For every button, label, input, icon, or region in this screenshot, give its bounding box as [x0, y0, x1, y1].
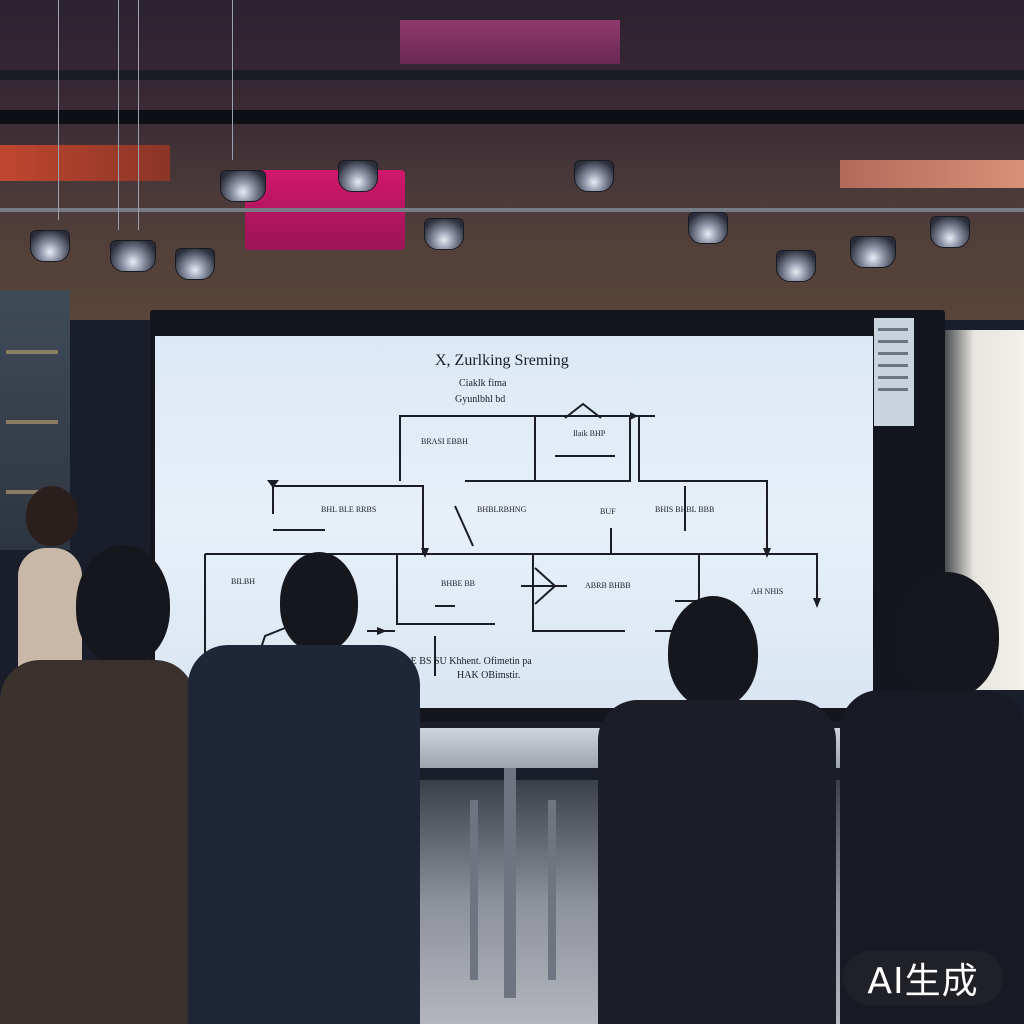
- diagram-footer: HAK OBimstir.: [457, 670, 520, 681]
- spotlight-icon: [175, 248, 215, 280]
- diagram-label: ABRB BHBB: [585, 581, 631, 590]
- diagram-label: AH NHIS: [751, 587, 783, 596]
- spotlight-icon: [338, 160, 378, 192]
- diagram-label: Ilaik BHP: [573, 429, 606, 438]
- upper-duct: [400, 20, 620, 64]
- spotlight-icon: [110, 240, 156, 272]
- ceiling-truss-main: [0, 110, 1024, 124]
- hanging-cable: [138, 0, 139, 230]
- spotlight-icon: [688, 212, 728, 244]
- table-leg: [504, 768, 516, 998]
- right-light-strip: [840, 160, 1024, 188]
- diagram-label: BHIS BHBL BBB: [655, 505, 714, 514]
- diagram-arrows: [267, 412, 821, 635]
- diagram-label: BRASI EBBH: [421, 437, 468, 446]
- spotlight-icon: [30, 230, 70, 262]
- spotlight-icon: [776, 250, 816, 282]
- diagram-footer: HABIA E BS SU Khhent. Ofimetin pa: [377, 656, 532, 667]
- diagram-title: X, Zurlking Sreming: [435, 352, 569, 369]
- hanging-cable: [118, 0, 119, 230]
- spotlight-icon: [850, 236, 896, 268]
- diagram-label: BHBE BB: [441, 579, 475, 588]
- diagram-subtitle: Ciaklk fima: [459, 378, 507, 389]
- spotlight-icon: [424, 218, 464, 250]
- diagram-label: BUF: [600, 507, 616, 516]
- ai-generated-watermark: AI生成: [843, 951, 1003, 1005]
- hanging-cable: [232, 0, 233, 160]
- spotlight-icon: [574, 160, 614, 192]
- diagram-label: BILBH: [231, 577, 255, 586]
- diagram-label: BHBLRBHNG: [477, 505, 527, 514]
- spotlight-icon: [220, 170, 266, 202]
- hanging-cable: [58, 0, 59, 220]
- diagram-subtitle: Gyunlbhl bd: [455, 394, 505, 405]
- diagram-label: BHL BLE RRBS: [321, 505, 376, 514]
- table-leg: [548, 800, 556, 980]
- orange-light-strip: [0, 145, 170, 181]
- ceiling-rail: [0, 208, 1024, 212]
- ceiling-truss-upper: [0, 70, 1024, 80]
- spotlight-icon: [930, 216, 970, 248]
- side-info-panel: [874, 318, 914, 426]
- table-leg: [470, 800, 478, 980]
